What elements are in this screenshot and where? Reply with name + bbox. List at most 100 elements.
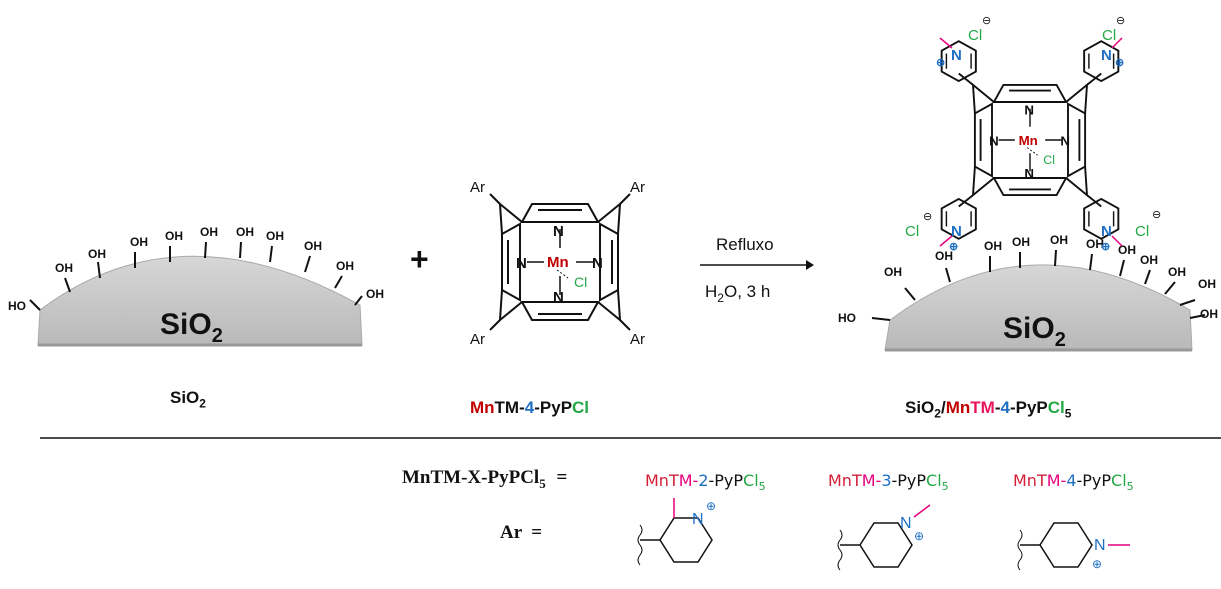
plus-sign: + <box>410 241 429 277</box>
silanol-bond <box>871 317 891 321</box>
pyridyl-nitrogen: N <box>900 515 912 532</box>
silanol-group-label: OH <box>336 259 354 273</box>
silanol-group-label: OH <box>935 249 953 263</box>
negative-charge: ⊖ <box>982 15 991 27</box>
silanol-bond <box>97 261 101 279</box>
aryl-group: Ar <box>630 179 645 196</box>
silanol-group-label: OH <box>984 239 1002 253</box>
pyrrole-nitrogen: N <box>989 134 999 149</box>
silanol-bond <box>1164 281 1176 295</box>
pyridyl-labels: N ⊕ N ⊕ N ⊕ <box>692 499 1106 571</box>
chloride-counterion: Cl <box>1102 27 1116 44</box>
pyrrole-nitrogen: N <box>592 255 603 272</box>
caption-silica: SiO2 <box>170 388 206 411</box>
legend-variant-4: MnTM-4-PyPCl5 <box>1013 471 1134 494</box>
ar-4-pyridyl <box>1017 522 1130 571</box>
pyridinium-nitrogen: N <box>951 223 962 240</box>
porphyrin-product: N N N N Mn Cl <box>940 40 1120 240</box>
silanol-bond <box>304 255 311 273</box>
silanol-bond <box>239 241 242 259</box>
chloride-counterion: Cl <box>968 27 982 44</box>
silica-body-label-product: SiO2 <box>1003 312 1066 351</box>
silanol-group-label: OH <box>1198 277 1216 291</box>
axial-chloride: Cl <box>1043 153 1055 167</box>
chloride-counterion: Cl <box>905 223 919 240</box>
legend-variant-2: MnTM-2-PyPCl5 <box>645 471 766 494</box>
legend-general-formula: MnTM-X-PyPCl5 = <box>402 467 568 491</box>
silanol-group-label: OH <box>200 225 218 239</box>
silanol-group-label: OH <box>130 235 148 249</box>
silanol-bond <box>1189 314 1206 319</box>
pyridyl-plus: ⊕ <box>1092 557 1102 571</box>
pyrrole-nitrogen: N <box>1024 166 1034 181</box>
silica-support-left: SiO2 <box>37 255 363 347</box>
caption-porphyrin: MnTM-4-PyPCl <box>470 398 590 417</box>
manganese-center: Mn <box>547 254 569 271</box>
silanol-bond <box>1089 253 1093 271</box>
pyridyl-plus: ⊕ <box>914 529 924 543</box>
silanol-group-label: OH <box>304 239 322 253</box>
pyridyl-nitrogen: N <box>1094 537 1106 554</box>
pyridinium-nitrogen: N <box>951 47 962 64</box>
silanol-group-label: OH <box>1050 233 1068 247</box>
silanol-bond <box>334 275 343 289</box>
silanol-group-label: OH <box>1012 235 1030 249</box>
negative-charge: ⊖ <box>1116 15 1125 27</box>
silanol-bond <box>354 295 363 306</box>
manganese-center: Mn <box>1019 133 1038 148</box>
silanol-group-label: OH <box>266 229 284 243</box>
axial-chloride: Cl <box>574 274 587 290</box>
silanol-group-label: OH <box>88 247 106 261</box>
silanol-bond <box>204 241 207 259</box>
silanol-group-label: OH <box>1140 253 1158 267</box>
porphyrin-reactant: N N N N Mn Cl Ar Ar Ar Ar <box>470 179 645 348</box>
silanol-group-label: OH <box>1200 307 1218 321</box>
silanol-group-label: OH <box>1086 237 1104 251</box>
silica-support-right: SiO2 <box>884 264 1193 352</box>
silanol-bond <box>904 287 916 301</box>
silanol-bond <box>269 245 273 263</box>
pyrrole-nitrogen: N <box>1060 134 1070 149</box>
pyridyl-plus: ⊕ <box>706 499 716 513</box>
pyridinium-nitrogen: N <box>1101 223 1112 240</box>
silanol-bond <box>1054 249 1057 267</box>
aryl-group: Ar <box>470 331 485 348</box>
silanol-group-label: HO <box>8 299 26 313</box>
silanol-group-label: OH <box>165 229 183 243</box>
positive-charge: ⊕ <box>936 57 945 69</box>
positive-charge: ⊕ <box>1115 57 1124 69</box>
silanol-group-label: OH <box>1168 265 1186 279</box>
pyridinium-labels: N N N N ⊕ ⊕ ⊕ ⊕ Cl Cl Cl Cl ⊖ ⊖ ⊖ ⊖ <box>905 15 1161 253</box>
chloride-counterion: Cl <box>1135 223 1149 240</box>
reaction-arrow <box>700 260 814 270</box>
positive-charge: ⊕ <box>1101 241 1110 253</box>
ar-2-pyridyl <box>637 498 713 566</box>
condition-solvent-time: H2O, 3 h <box>705 282 770 305</box>
aryl-group: Ar <box>470 179 485 196</box>
silanol-group-label: OH <box>55 261 73 275</box>
pyridyl-nitrogen: N <box>692 511 704 528</box>
silanol-bond <box>29 299 41 311</box>
legend-variant-3: MnTM-3-PyPCl5 <box>828 471 949 494</box>
silanol-bond <box>1144 269 1151 285</box>
silanol-group-label: OH <box>884 265 902 279</box>
negative-charge: ⊖ <box>1152 209 1161 221</box>
caption-product: SiO2/MnTM-4-PyPCl5 <box>905 398 1072 421</box>
ar-3-pyridyl <box>837 504 931 571</box>
silanol-group-label: HO <box>838 311 856 325</box>
pyrrole-nitrogen: N <box>553 223 564 240</box>
pyrrole-nitrogen: N <box>553 289 564 306</box>
pyrrole-nitrogen: N <box>1024 102 1034 117</box>
legend-ar-definition: Ar = <box>500 522 543 543</box>
aryl-group: Ar <box>630 331 645 348</box>
condition-reflux: Refluxo <box>716 235 774 254</box>
negative-charge: ⊖ <box>923 211 932 223</box>
silanol-bond <box>64 277 71 293</box>
silanol-bond <box>1179 299 1196 306</box>
pyridinium-nitrogen: N <box>1101 47 1112 64</box>
silanol-group-label: OH <box>236 225 254 239</box>
pyrrole-nitrogen: N <box>516 255 527 272</box>
